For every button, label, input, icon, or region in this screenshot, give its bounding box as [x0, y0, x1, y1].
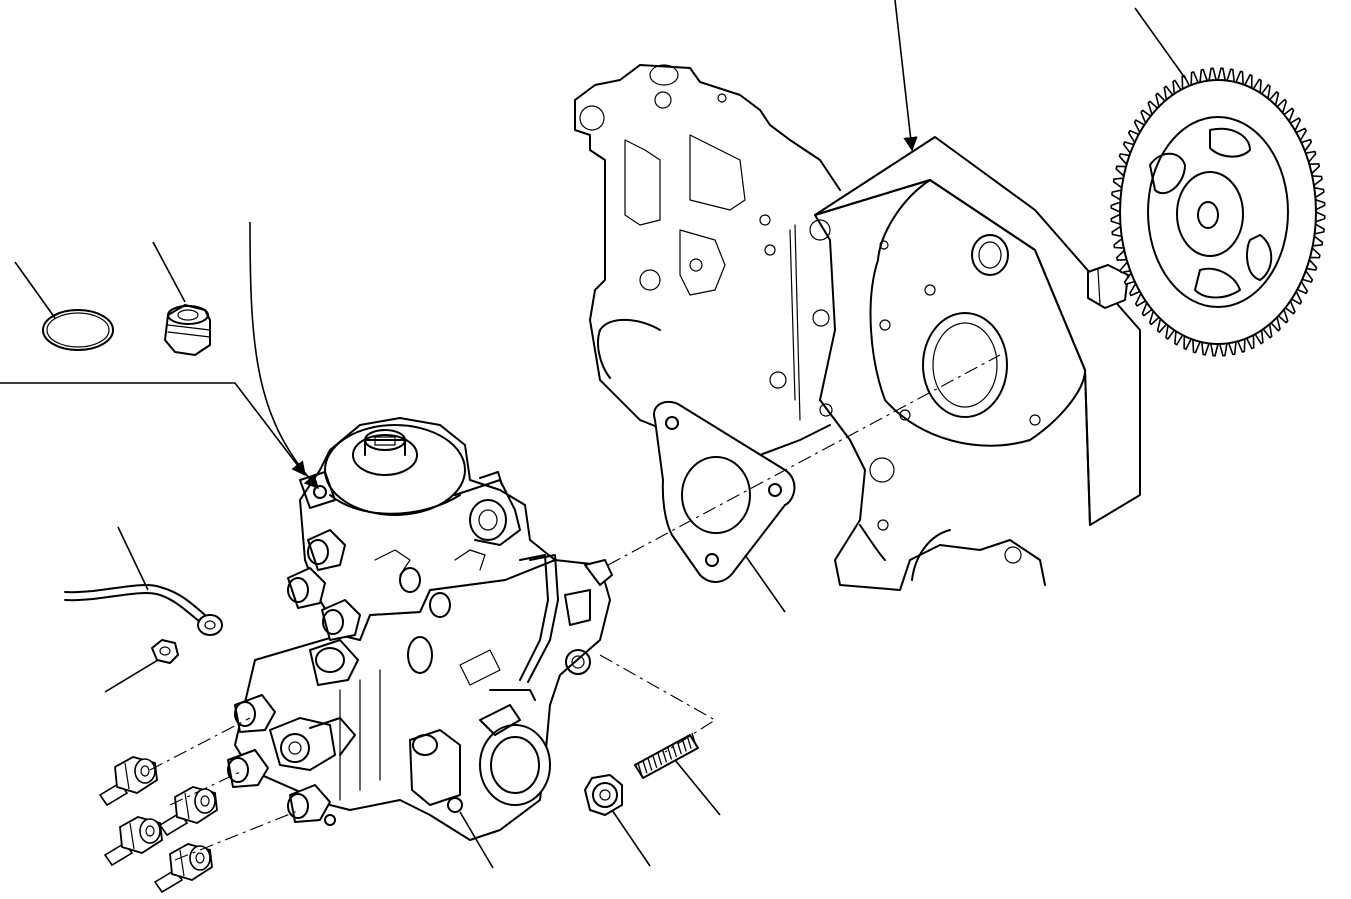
center-lines	[149, 354, 1001, 861]
delivery-valve-fitting	[153, 843, 213, 894]
injection-pump-drive-gear	[1110, 67, 1326, 357]
o-ring	[42, 309, 114, 351]
delivery-valve-fittings	[98, 756, 218, 894]
stud-thread	[652, 754, 658, 768]
fuel-injection-pump	[227, 417, 613, 841]
delivery-valve-fitting	[98, 756, 158, 807]
stud-thread	[691, 732, 697, 747]
banjo-plug	[164, 304, 211, 356]
stud-thread	[666, 746, 673, 760]
mounting-stud	[634, 732, 699, 779]
stud-thread	[637, 762, 643, 777]
pump-gasket	[653, 400, 796, 583]
pump-flange-nut	[584, 774, 623, 816]
hex-nut	[151, 639, 179, 664]
stud-thread	[647, 757, 653, 771]
ground-cable	[64, 584, 223, 636]
timing-gear-case	[574, 64, 1141, 591]
stud-thread	[671, 743, 678, 758]
delivery-valve-fitting	[103, 816, 163, 867]
stud-thread	[661, 749, 668, 763]
leader-lines	[0, 0, 1186, 869]
stud-thread	[656, 751, 663, 766]
delivery-valve-fitting	[158, 786, 218, 837]
stud-thread	[642, 760, 648, 774]
